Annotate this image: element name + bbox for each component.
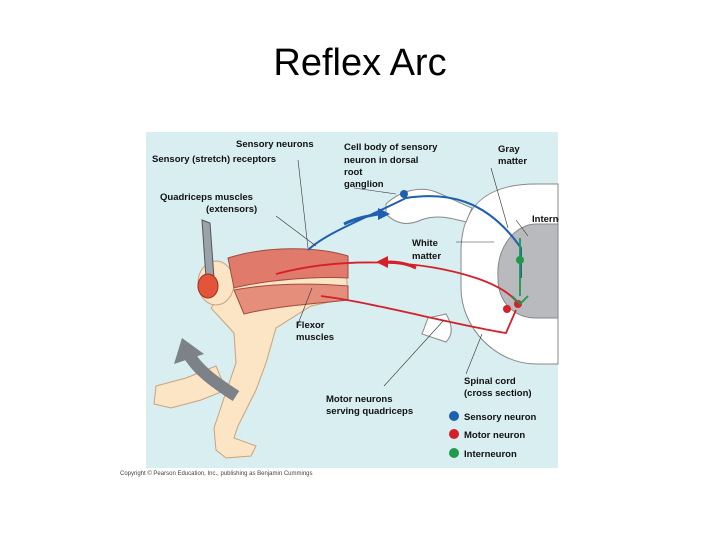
- label-stretch-receptors: Sensory (stretch) receptors: [152, 154, 276, 165]
- leg-illustration: [153, 248, 349, 459]
- legend-motor-swatch: [449, 429, 459, 439]
- label-spinal-cord-2: (cross section): [464, 388, 532, 399]
- motor-direction-arrow: [387, 260, 417, 270]
- legend: Sensory neuron Motor neuron Interneuron: [449, 411, 537, 460]
- label-flexor-muscles-2: muscles: [296, 332, 334, 343]
- legend-sensory-label: Sensory neuron: [464, 412, 537, 423]
- slide-title: Reflex Arc: [273, 42, 447, 84]
- label-cell-body-4: ganglion: [344, 179, 384, 190]
- sensory-direction-arrow: [343, 212, 379, 226]
- sensory-arrowhead: [378, 208, 390, 220]
- sensory-cell-body: [400, 190, 408, 198]
- motor-cell-body-2: [503, 305, 511, 313]
- leg-movement-arrowhead: [174, 338, 204, 364]
- label-quadriceps: Quadriceps muscles: [160, 192, 253, 203]
- label-motor-neurons: Motor neurons: [326, 394, 393, 405]
- motor-neuron-path-2: [320, 295, 517, 335]
- label-sensory-neurons: Sensory neurons: [236, 139, 314, 150]
- leader-lines: [275, 159, 529, 387]
- copyright-notice: Copyright © Pearson Education, Inc., pub…: [120, 471, 313, 477]
- label-cell-body: Cell body of sensory: [344, 142, 438, 153]
- label-gray-matter-2: matter: [498, 156, 527, 167]
- label-interneurons: Interneurons: [532, 214, 559, 225]
- label-motor-neurons-2: serving quadriceps: [326, 406, 413, 417]
- label-quadriceps-2: (extensors): [206, 204, 257, 215]
- label-cell-body-3: root: [344, 167, 363, 178]
- motor-cell-body-1: [514, 300, 522, 308]
- label-cell-body-2: neuron in dorsal: [344, 155, 418, 166]
- label-white-matter: White: [412, 238, 438, 249]
- label-flexor-muscles: Flexor: [296, 320, 325, 331]
- label-gray-matter: Gray: [498, 144, 520, 155]
- label-white-matter-2: matter: [412, 251, 441, 262]
- interneuron-path: [511, 238, 529, 306]
- motor-arrowhead: [376, 256, 388, 268]
- label-spinal-cord: Spinal cord: [464, 376, 516, 387]
- sensory-neuron-path: [307, 195, 522, 278]
- reflex-arc-diagram: Sensory neurons Sensory (stretch) recept…: [146, 132, 559, 468]
- legend-interneuron-swatch: [449, 448, 459, 458]
- motor-neuron-path-1: [275, 261, 519, 305]
- legend-sensory-swatch: [449, 411, 459, 421]
- reflex-hammer-icon: [197, 219, 219, 299]
- legend-motor-label: Motor neuron: [464, 430, 525, 441]
- legend-interneuron-label: Interneuron: [464, 449, 517, 460]
- interneuron-cell-body: [516, 256, 524, 264]
